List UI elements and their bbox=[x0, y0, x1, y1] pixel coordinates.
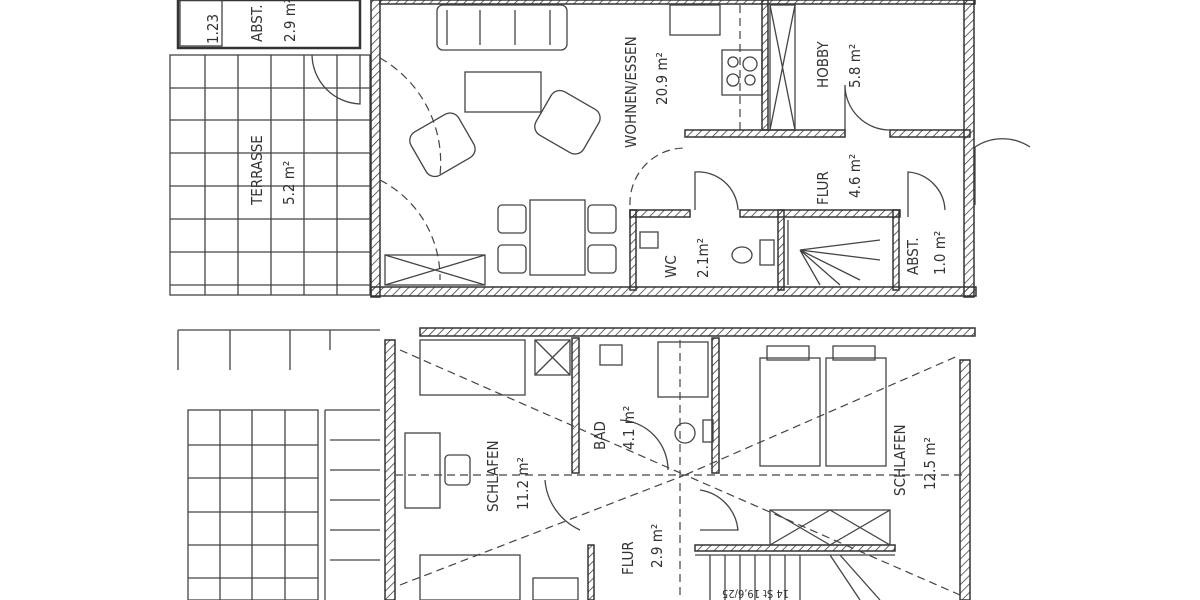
wardrobe bbox=[419, 339, 526, 396]
room-area: 5.2 m² bbox=[280, 161, 298, 205]
room-name: FLUR bbox=[814, 171, 832, 205]
terrace-tiles bbox=[169, 54, 371, 296]
double-bed bbox=[759, 345, 887, 467]
balcony-tiles bbox=[187, 409, 319, 600]
upper-floor-plan: 14 St 19,6/25 SCHLAFEN 11.2 m² BAD 4.1 m… bbox=[177, 327, 976, 600]
stairs: 14 St 19,6/25 bbox=[695, 554, 895, 600]
storage-room-outline bbox=[176, 0, 362, 50]
room-area: 2.9 m² bbox=[648, 524, 666, 568]
stairs bbox=[787, 220, 881, 286]
ground-floor-plan: 1.23 ABST. 2.9 m² TERRASSE 5.2 m² WOHNEN… bbox=[169, 0, 1031, 298]
room-area: 20.9 m² bbox=[653, 52, 671, 105]
room-name: WOHNEN/ESSEN bbox=[622, 36, 640, 148]
dimension-label: 1.23 bbox=[204, 14, 222, 44]
stair-label: 14 St 19,6/25 bbox=[722, 587, 789, 600]
armchair bbox=[409, 112, 476, 178]
desk bbox=[404, 432, 441, 509]
armchair bbox=[534, 89, 601, 155]
room-name: ABST. bbox=[248, 4, 266, 42]
room-area: 4.1 m² bbox=[620, 406, 638, 450]
room-name: BAD bbox=[591, 421, 609, 450]
room-area: 2.1m² bbox=[694, 238, 712, 278]
room-area: 2.9 m² bbox=[281, 0, 299, 42]
coffee-table bbox=[464, 71, 542, 113]
sofa bbox=[436, 4, 568, 51]
room-name: HOBBY bbox=[814, 41, 832, 88]
room-area: 12.5 m² bbox=[921, 437, 939, 490]
room-name: TERRASSE bbox=[248, 135, 266, 206]
room-area: 1.0 m² bbox=[931, 231, 949, 275]
room-area: 4.6 m² bbox=[846, 154, 864, 198]
room-area: 5.8 m² bbox=[846, 44, 864, 88]
room-name: WC bbox=[662, 255, 680, 278]
room-name: FLUR bbox=[619, 541, 637, 575]
room-name: ABST. bbox=[904, 237, 922, 275]
room-name: SCHLAFEN bbox=[484, 440, 502, 512]
dining-table bbox=[497, 199, 617, 276]
room-name: SCHLAFEN bbox=[891, 424, 909, 496]
room-area: 11.2 m² bbox=[514, 457, 532, 510]
kitchen bbox=[669, 4, 763, 130]
